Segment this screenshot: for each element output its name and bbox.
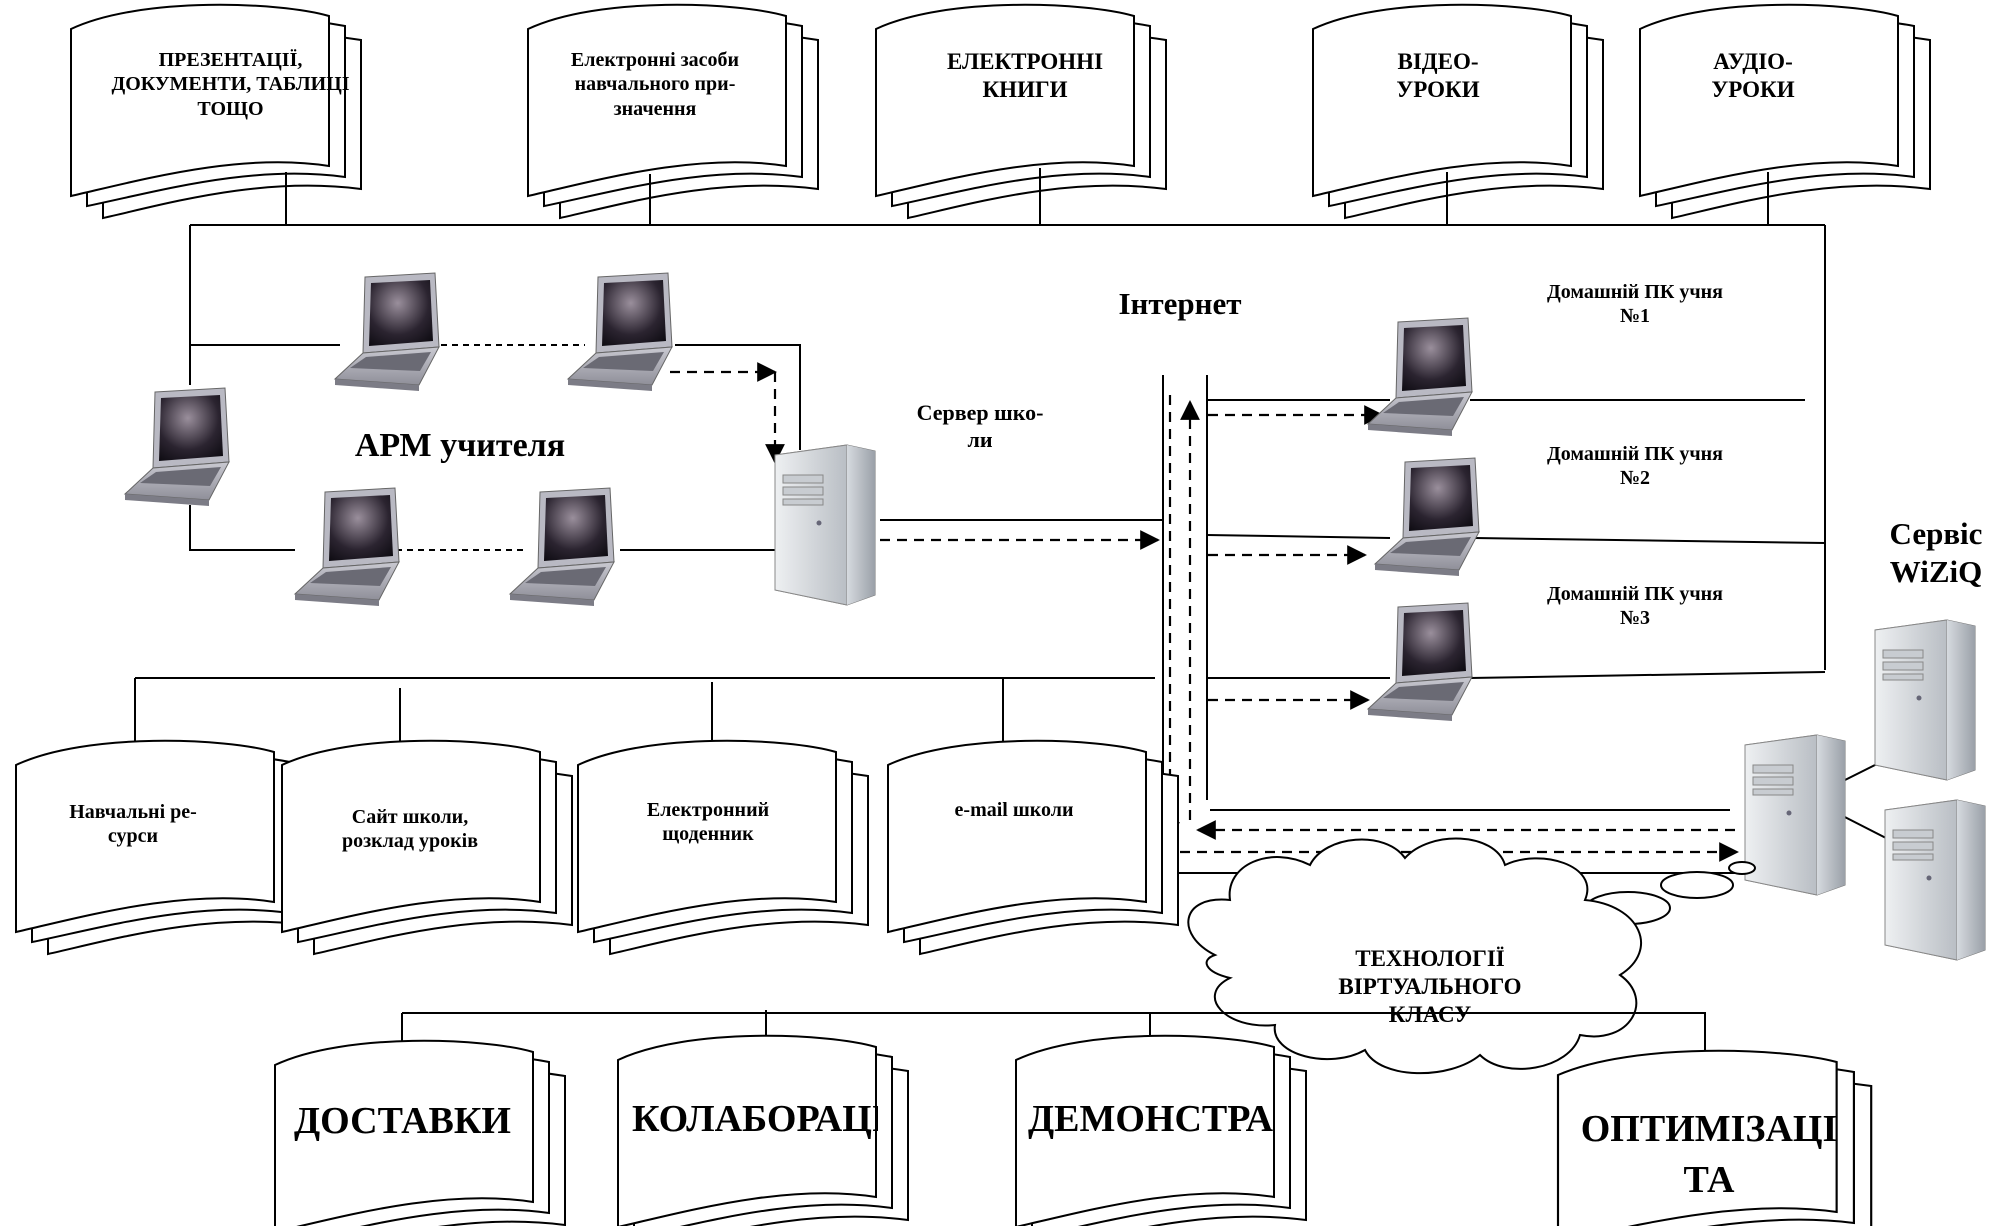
bottom-doc-label: e-mail школи [954, 799, 1074, 821]
server-tower-icon [1874, 619, 1976, 781]
school-server-label: Сервер шко-ли [916, 400, 1044, 452]
top-bus [189, 168, 1826, 670]
server-tower-icon [1884, 799, 1986, 961]
laptop-icon [1367, 602, 1473, 722]
top-doc-label: АУДІО-УРОКИ [1711, 49, 1795, 103]
tech-doc-label: ДЕМОНСТРАЦ [1028, 1098, 1274, 1140]
laptop-icon [509, 487, 615, 607]
document-stack-icon [887, 739, 1179, 955]
document-stack-icon [1639, 3, 1931, 219]
document-stack-icon [1312, 3, 1604, 219]
server-tower-icon [1744, 734, 1846, 896]
laptop-icon [334, 272, 440, 392]
laptop-icon [1367, 317, 1473, 437]
document-stack-icon [875, 3, 1167, 219]
bottom-doc-label: Сайт школи,розклад уроків [341, 806, 479, 853]
laptop-icon [567, 272, 673, 392]
thought-cloud-icon [1187, 837, 1756, 1075]
laptop-icon [294, 487, 400, 607]
internet-label: Інтернет [1118, 286, 1242, 321]
server-tower-icon [774, 444, 876, 606]
tech-doc-label: ДОСТАВКИ [294, 1100, 511, 1142]
tech-doc-label: КОЛАБОРАЦІ [632, 1098, 878, 1140]
teacher-workstation-label: АРМ учителя [354, 427, 566, 464]
laptop-icon [124, 387, 230, 507]
top-doc-label: ВІДЕО-УРОКИ [1396, 49, 1480, 103]
laptop-icon [1374, 457, 1480, 577]
document-stack-icon [577, 739, 869, 955]
bottom-doc-label: Навчальні ре-сурси [69, 801, 197, 848]
